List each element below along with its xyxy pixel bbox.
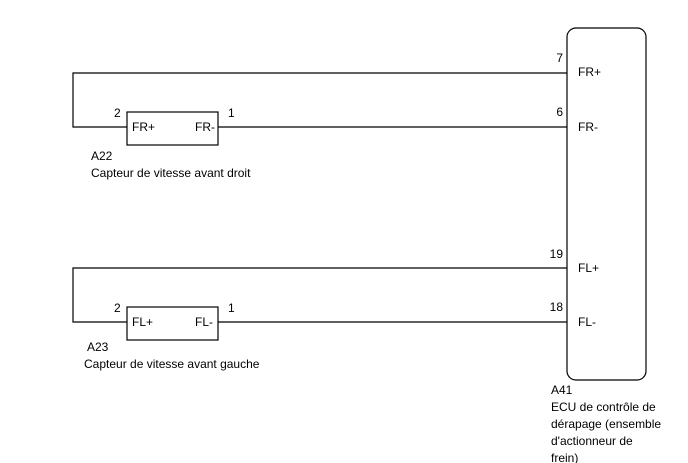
ecu-description-line-3: d'actionneur de — [551, 434, 633, 448]
wire-fr-plus — [72, 72, 567, 128]
sensor-a22-description: Capteur de vitesse avant droit — [91, 166, 251, 180]
wire-fl-plus — [72, 267, 567, 323]
sensor-a23-pin-left-number: 2 — [114, 301, 121, 315]
ecu-ref: A41 — [551, 383, 573, 397]
ecu-pin-6-number: 6 — [556, 105, 563, 119]
sensor-a22-ref: A22 — [91, 149, 113, 163]
ecu-description-line-1: ECU de contrôle de — [551, 400, 656, 414]
ecu-pin-18-label: FL- — [578, 315, 596, 329]
ecu-pin-7-label: FR+ — [578, 65, 601, 79]
ecu-pin-6-label: FR- — [578, 120, 598, 134]
ecu-description-line-2: dérapage (ensemble — [551, 417, 661, 431]
sensor-a23-description: Capteur de vitesse avant gauche — [84, 357, 260, 371]
ecu-pin-7-number: 7 — [556, 51, 563, 65]
sensor-a23-box — [126, 306, 219, 341]
ecu-pin-19-number: 19 — [550, 247, 564, 261]
sensor-a22-box — [126, 111, 219, 146]
sensor-a23-pin-left-label: FL+ — [132, 315, 153, 329]
ecu-block — [566, 27, 647, 381]
sensor-a23-ref: A23 — [87, 340, 109, 354]
sensor-a23-pin-right-number: 1 — [228, 301, 235, 315]
sensor-a22-pin-right-label: FR- — [195, 120, 215, 134]
sensor-a23-pin-right-label: FL- — [195, 315, 213, 329]
sensor-a22-pin-left-label: FR+ — [132, 120, 155, 134]
ecu-pin-19-label: FL+ — [578, 261, 599, 275]
ecu-pin-18-number: 18 — [550, 300, 564, 314]
sensor-a22-pin-right-number: 1 — [228, 106, 235, 120]
ecu-description-line-4: frein) — [551, 451, 578, 463]
sensor-a22-pin-left-number: 2 — [114, 106, 121, 120]
